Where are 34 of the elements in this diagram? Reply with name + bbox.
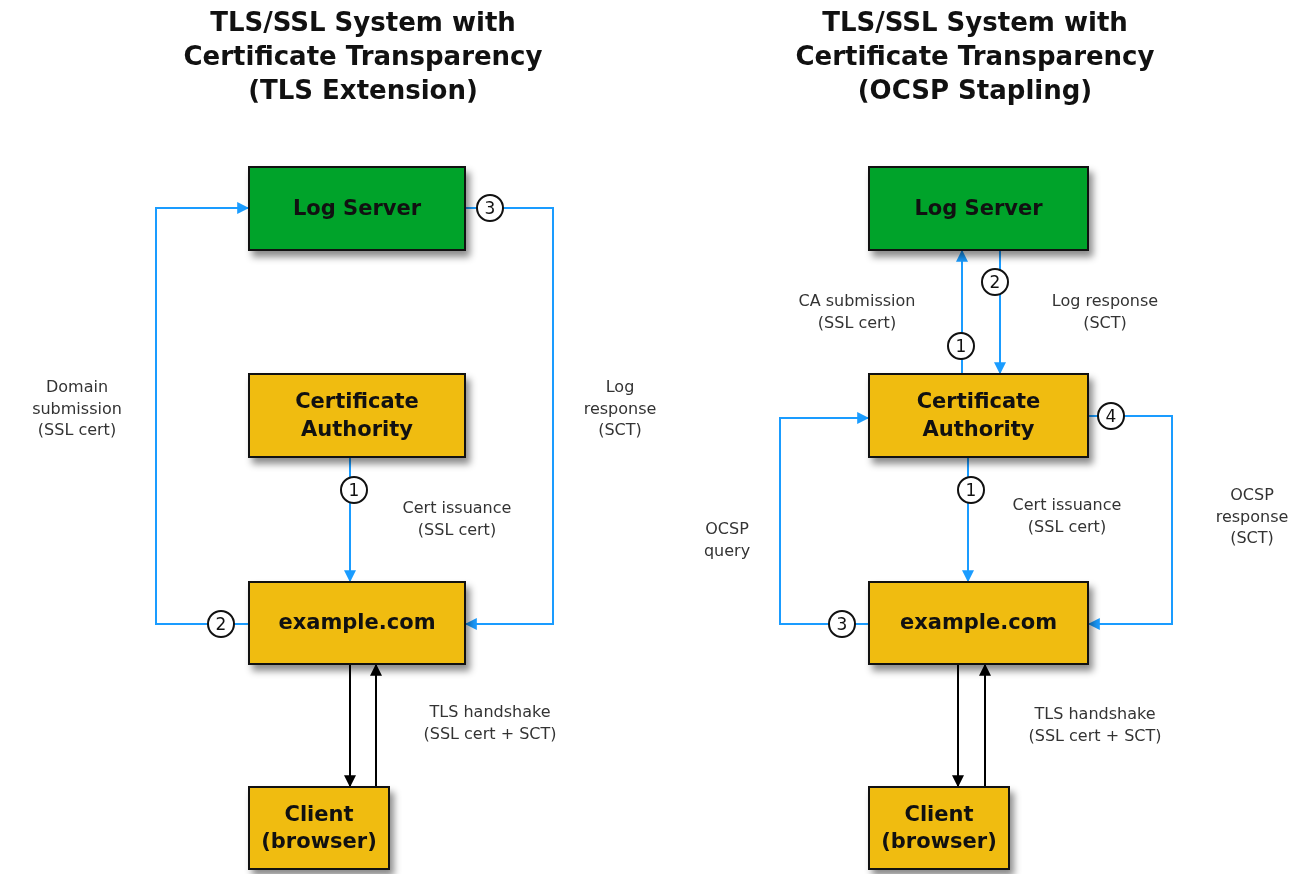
callout-number: 4 (1097, 402, 1125, 430)
authority-box: Certificate Authority (248, 373, 466, 458)
server-box: Log Server (248, 166, 466, 251)
edge-label: Log response (SCT) (1050, 290, 1160, 334)
callout-number: 3 (476, 194, 504, 222)
edge-label: CA submission (SSL cert) (797, 290, 917, 334)
edge-label: Cert issuance (SSL cert) (1011, 494, 1123, 538)
arrow (779, 412, 870, 625)
callout-number: 3 (828, 610, 856, 638)
website-box: example.com (248, 581, 466, 665)
arrow (979, 663, 991, 787)
edge-label: OCSP query (702, 518, 752, 562)
authority-box: Certificate Authority (868, 373, 1089, 458)
website-box: example.com (868, 581, 1089, 665)
arrow (952, 664, 964, 788)
callout-number: 2 (981, 268, 1009, 296)
panel-title: TLS/SSL System with Certificate Transparency (TLS Extension) (182, 6, 544, 107)
edge-label: OCSP response (SCT) (1214, 484, 1290, 549)
arrow (155, 202, 250, 625)
edge-label: Domain submission (SSL cert) (31, 376, 123, 441)
edge-label: Cert issuance (SSL cert) (401, 497, 513, 541)
server-box: Log Server (868, 166, 1089, 251)
callout-number: 1 (947, 332, 975, 360)
panel-title: TLS/SSL System with Certificate Transparency (OCSP Stapling) (794, 6, 1156, 107)
arrow (370, 663, 382, 787)
callout-number: 1 (340, 476, 368, 504)
edge-label: TLS handshake (SSL cert + SCT) (422, 701, 558, 745)
client-box: Client (browser) (868, 786, 1010, 870)
callout-number: 2 (207, 610, 235, 638)
edge-label: Log response (SCT) (582, 376, 658, 441)
callout-number: 1 (957, 476, 985, 504)
client-box: Client (browser) (248, 786, 390, 870)
edge-label: TLS handshake (SSL cert + SCT) (1027, 703, 1163, 747)
arrow (344, 664, 356, 788)
